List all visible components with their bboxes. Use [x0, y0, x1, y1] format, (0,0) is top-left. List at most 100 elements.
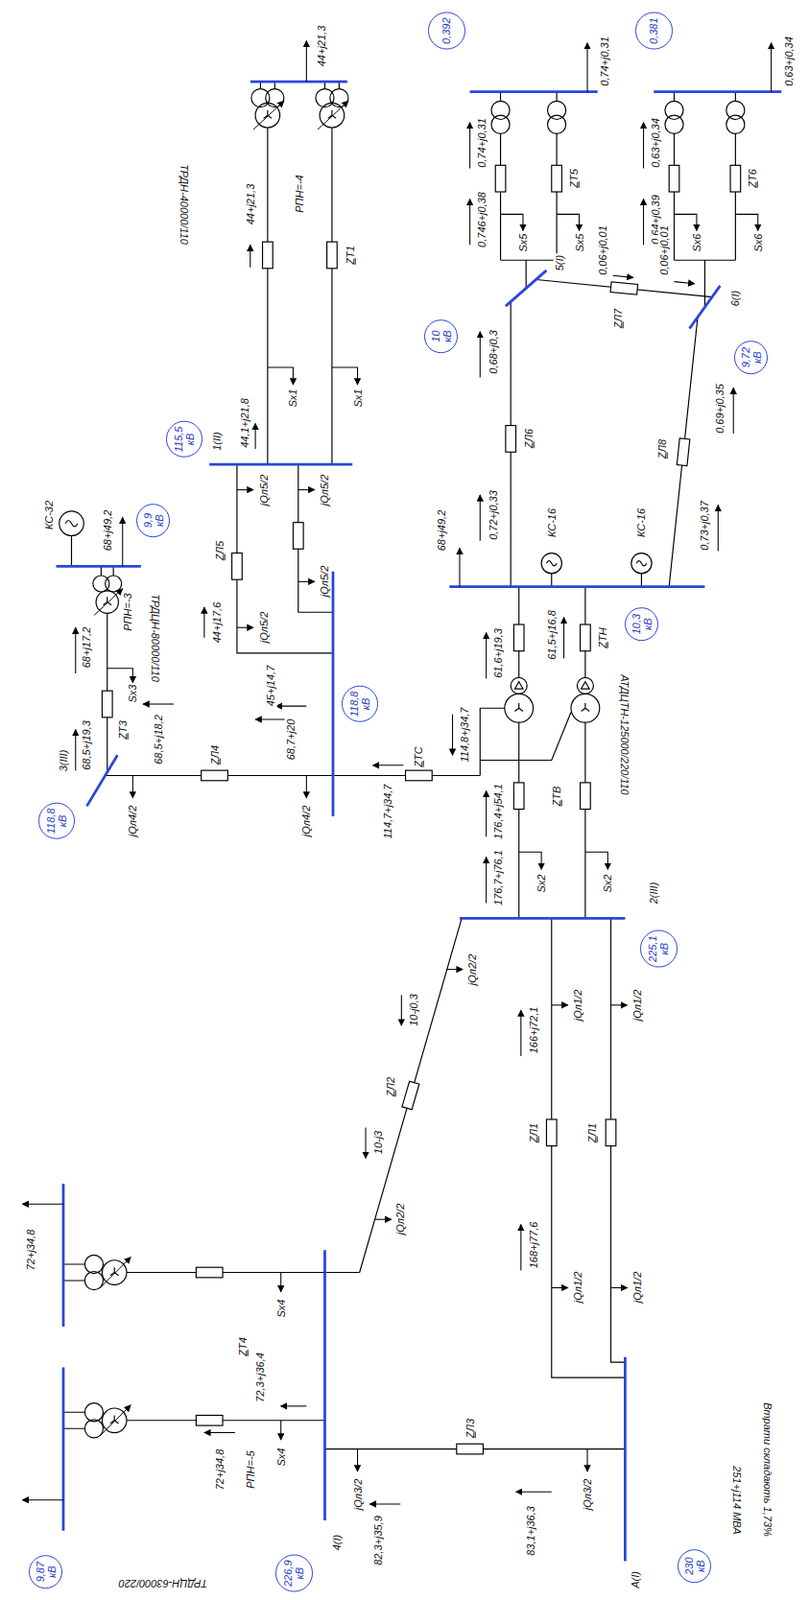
voltage-value: 226,9 кВ [282, 1561, 306, 1589]
flow-arrow [369, 1503, 401, 1505]
flow-arrow [469, 122, 471, 169]
impedance-box [195, 1415, 223, 1427]
impedance-box [676, 438, 690, 467]
flow-arrow [519, 852, 542, 870]
wire [71, 535, 334, 776]
flow-arrow [520, 1010, 522, 1057]
flow-arrow [280, 1273, 282, 1293]
flow-arrow [375, 1219, 392, 1221]
diagram-label: 0,06+j0,01 [596, 224, 610, 277]
diagram-label: ZТН [596, 626, 610, 649]
impedance-box [292, 523, 304, 550]
diagram-label: 72+j34,8 [214, 1449, 227, 1493]
flow-arrow [356, 1450, 358, 1473]
diagram-label: Втрати складають 1,73% [761, 1402, 775, 1539]
impedance-box [513, 783, 524, 810]
diagram-label: ТРДН-40000/110 [177, 163, 191, 246]
impedance-box [580, 783, 592, 810]
transformer-symbol [491, 100, 510, 119]
flow-arrow [611, 1287, 628, 1289]
diagram-label: Sx6 [690, 233, 704, 254]
diagram-label: 0,74+j0,31 [475, 117, 489, 169]
voltage-value: 10 кВ [429, 331, 453, 344]
flow-arrow [717, 505, 719, 552]
transformer-symbol [263, 110, 337, 119]
wire [551, 918, 626, 1379]
voltage-circle: 9,9 кВ [136, 503, 170, 538]
diagram-label: КС-16 [635, 507, 648, 539]
bus-bar [449, 92, 782, 588]
voltage-circle: 10 кВ [424, 319, 458, 354]
transformer-symbol [84, 89, 745, 1439]
flow-arrow [674, 282, 695, 285]
diagram-label: КС-32 [43, 499, 56, 531]
impedance-box [195, 1267, 223, 1279]
flow-arrow [586, 1450, 588, 1473]
diagram-label: ТРДЦН-63000/220 [118, 1578, 210, 1592]
diagram-label: ZЛ1 [586, 1122, 599, 1144]
bus-bar [63, 918, 625, 1562]
flow-arrow [642, 122, 644, 169]
diagram-label: jQл4/2 [300, 805, 313, 839]
diagram-label: jQл5/2 [318, 565, 332, 599]
diagram-label: 45+j14,7 [264, 665, 278, 709]
flow-arrow [611, 1004, 628, 1006]
flow-arrow [298, 489, 315, 491]
flow-arrow [485, 790, 487, 837]
diagram-label: 176,7+j76,1 [492, 849, 505, 907]
regulator-arrow [94, 589, 123, 617]
transformer-symbol [547, 115, 567, 134]
flow-arrow [447, 969, 463, 971]
diagram-label: jQл1/2 [571, 989, 585, 1024]
flow-arrow [733, 387, 735, 434]
impedance-box [551, 165, 563, 192]
voltage-value: 230 кВ [683, 1558, 707, 1576]
diagram-label: 0,72+j0,33 [487, 489, 500, 542]
diagram-label: 3(III) [57, 748, 71, 773]
transformer-symbol [265, 89, 285, 108]
diagram-label: 1(II) [210, 430, 223, 453]
diagram-label: ZЛ3 [463, 1418, 476, 1440]
diagram-label: 0,746+j0,38 [475, 190, 489, 249]
diagram-label: jQл3/2 [581, 1478, 595, 1513]
diagram-label: 44,1+j21,8 [238, 398, 252, 451]
diagram-label: 68+j17,2 [80, 626, 94, 670]
regulator-arrow [94, 100, 349, 1436]
diagram-label: 0,63+j0,34 [649, 117, 663, 169]
flow-arrow [237, 489, 254, 491]
diagram-label: ZЛ4 [208, 744, 221, 766]
diagram-label: Sx6 [751, 233, 764, 254]
wire [260, 81, 339, 465]
voltage-value: 115,5 кВ [171, 426, 195, 453]
flow-arrow [306, 41, 308, 83]
diagram-label: 68,5+j19,3 [80, 719, 94, 772]
diagram-label: ZТ3 [116, 719, 129, 741]
regulator-arrow [317, 100, 349, 130]
voltage-circle: 9,87 кВ [28, 1555, 63, 1590]
flow-arrow [479, 495, 481, 542]
transformer-symbol [251, 89, 270, 108]
flow-arrow [458, 547, 460, 587]
diagram-label: ZЛ2 [383, 1076, 397, 1098]
impedance-box [495, 165, 506, 192]
wire [551, 573, 643, 588]
diagram-label: jQл5/2 [257, 611, 270, 645]
flow-arrow [485, 857, 487, 905]
transformer-symbol [110, 703, 590, 1277]
flow-arrow [255, 423, 257, 450]
transformer-symbol [665, 100, 684, 119]
flow-arrow [516, 1492, 552, 1494]
voltage-circle: 115,5 кВ [166, 421, 203, 458]
diagram-label: ZТС [412, 746, 426, 769]
bus-bar [56, 81, 783, 1562]
diagram-label: 0,63+j0,34 [782, 35, 795, 88]
diagram-label: 4(I) [331, 1534, 344, 1553]
diagram-label: ТРДЦН-80000/110 [148, 593, 162, 684]
voltage-value: 225,1 кВ [646, 936, 670, 964]
flow-arrow [237, 627, 254, 629]
voltage-circle: 225,1 кВ [640, 930, 678, 969]
diagram-label: Sx1 [286, 387, 300, 408]
diagram-label: ZТ4 [237, 1336, 250, 1358]
transformer-symbol [315, 89, 334, 108]
